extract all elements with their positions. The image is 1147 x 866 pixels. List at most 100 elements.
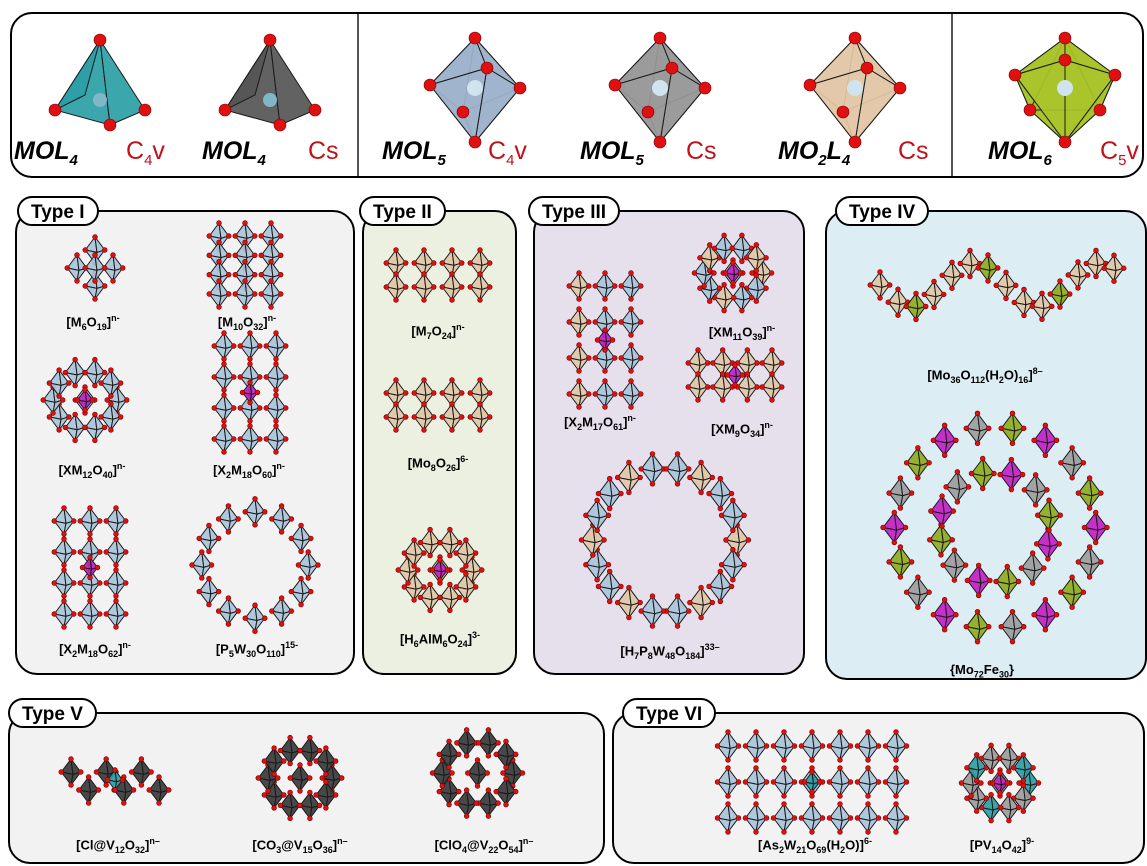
oxygen-atom [958,780,965,786]
oxygen-atom [87,574,93,581]
polyhedron-face [1059,293,1072,308]
oxygen-atom [769,397,775,403]
oxygen-atom [252,252,258,259]
oxygen-atom [953,612,959,618]
oxygen-atom [723,537,729,543]
oxygen-atom [1075,490,1082,496]
oxygen-atom [707,268,713,274]
polyhedron-face [719,492,733,509]
oxygen-atom [701,283,707,289]
oxygen-atom [897,544,904,550]
oxygen-atom [1009,638,1016,645]
oxygen-atom [586,355,592,361]
polyhedron-face [110,382,122,397]
oxygen-atom [215,516,222,522]
oxygen-atom [988,817,994,824]
oxygen-atom [974,410,981,417]
oxygen-atom [463,571,469,577]
oxygen-atom [298,575,304,582]
oxygen-atom [421,584,427,590]
oxygen-atom [893,801,899,807]
oxygen-atom [308,535,314,542]
polyhedron-face [1041,305,1054,320]
oxygen-atom [110,252,116,258]
label-mo72fe30: {Mo72Fe30} [949,662,1015,680]
oxygen-atom [206,291,212,297]
oxygen-atom [1053,612,1060,618]
oxygen-atom [939,523,945,529]
oxygen-atom [798,815,805,821]
polyhedron-face [578,321,591,336]
polyhedron-face [1044,439,1058,456]
oxygen-atom [915,604,921,610]
oxygen-atom [235,516,241,522]
geometry-strip [10,12,1144,178]
oxygen-atom [1021,487,1028,493]
polyhedron-face [1089,492,1103,509]
polyhedron-face [413,586,426,601]
polyhedron-face [223,438,236,453]
oxygen-atom [763,779,770,785]
polyhedron-face [479,392,492,407]
oxygen-atom [809,801,815,807]
polyhedron-face [115,520,128,535]
oxygen-atom [82,265,88,271]
cluster-mo8o26 [383,377,493,433]
oxygen-atom [477,427,483,433]
polyhedron-face [1032,567,1046,584]
oxygen-atom [754,360,760,366]
oxygen-atom [58,769,64,775]
oxygen-atom [146,787,152,793]
oxygen-atom [674,451,681,457]
oxygen-atom [749,270,755,276]
oxygen-atom [748,294,755,301]
oxygen-atom [120,265,126,271]
oxygen-atom [1075,259,1081,265]
cluster-m7o24 [383,247,493,303]
oxygen-atom [687,599,693,606]
oxygen-atom [714,815,721,821]
oxygen-atom [583,512,589,519]
oxygen-atom [411,284,417,290]
oxygen-atom [913,290,919,297]
oxygen-atom [949,537,955,543]
oxygen-atom [108,393,114,399]
oxygen-atom [735,815,742,821]
oxygen-atom [709,599,716,606]
oxygen-atom [837,729,843,735]
oxygen-atom [1081,524,1088,531]
polyhedron-face [52,399,65,414]
geometry-formula: MOL4 [202,137,266,169]
oxygen-atom [467,284,473,290]
oxygen-atom [252,271,258,278]
oxygen-atom [206,271,212,278]
oxygen-atom [411,597,417,603]
polyhedron-face [700,601,714,618]
polyhedron-face [309,749,321,764]
polyhedron-face [746,362,759,377]
oxygen-atom [803,78,817,92]
polyhedron-face [944,439,958,456]
oxygen-atom [590,552,596,558]
oxygen-atom [472,584,479,590]
oxygen-atom [216,239,222,246]
oxygen-atom [261,758,268,764]
oxygen-atom [685,384,691,390]
oxygen-atom [103,118,117,132]
oxygen-atom [997,790,1003,796]
polyhedron-face [697,362,710,377]
polyhedron-face [727,817,740,833]
oxygen-atom [1086,544,1093,550]
polyhedron-face [289,804,302,819]
oxygen-atom [231,405,237,411]
oxygen-atom [51,611,57,617]
oxygen-atom [513,788,519,795]
oxygen-atom [103,782,109,788]
polyhedron-face [630,321,643,336]
oxygen-atom [1029,550,1036,556]
oxygen-atom [674,481,681,487]
polyhedron-face [89,566,99,578]
polyhedron-face [300,590,313,605]
oxygen-atom [895,286,901,292]
oxygen-atom [1032,502,1039,508]
